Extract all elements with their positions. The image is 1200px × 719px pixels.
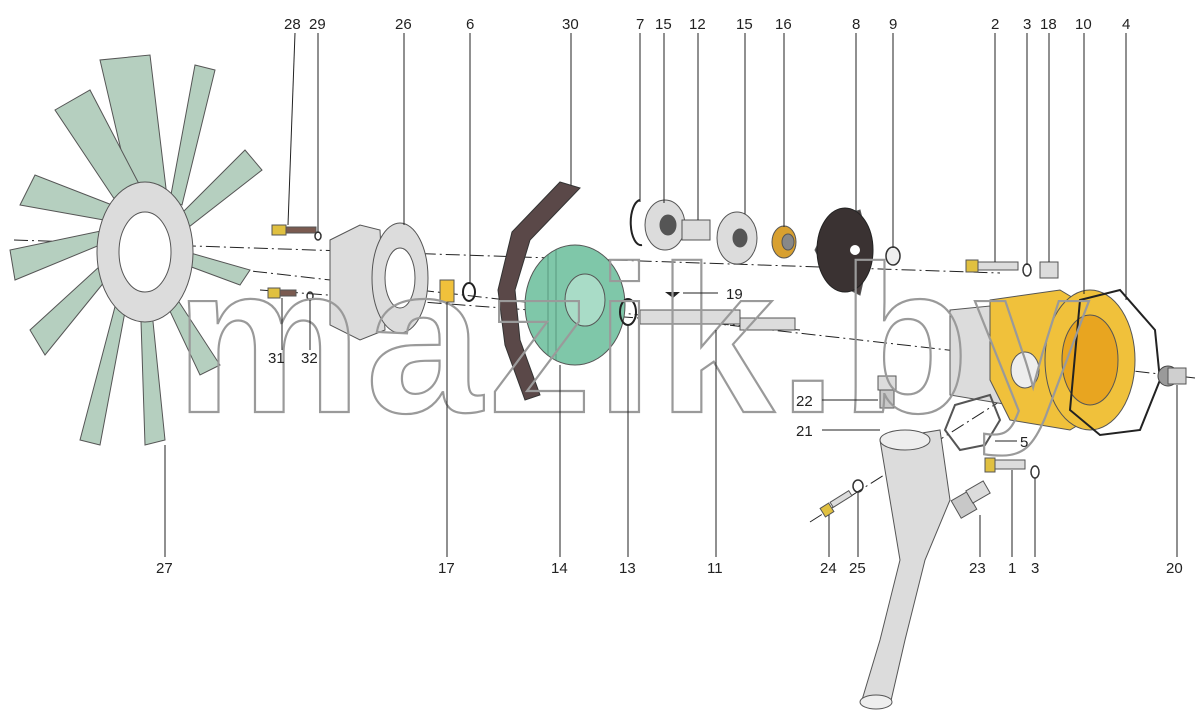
callout-9: 9 bbox=[889, 16, 897, 33]
callout-31: 31 bbox=[268, 350, 285, 367]
callout-21: 21 bbox=[796, 423, 813, 440]
axis-angled bbox=[809, 394, 1011, 523]
callout-10: 10 bbox=[1075, 16, 1092, 33]
bolt-2 bbox=[965, 259, 1019, 273]
callout-28: 28 bbox=[284, 16, 301, 33]
callout-22: 22 bbox=[796, 393, 813, 410]
callout-12: 12 bbox=[689, 16, 706, 33]
spacer-26 bbox=[329, 222, 429, 341]
callout-27: 27 bbox=[156, 560, 173, 577]
gasket-5 bbox=[943, 393, 1002, 452]
callout-15a: 15 bbox=[655, 16, 672, 33]
pulley-14 bbox=[524, 244, 626, 366]
fan-assembly bbox=[9, 54, 263, 446]
bolt-31 bbox=[267, 287, 297, 299]
outlet-pipe-21 bbox=[859, 429, 951, 710]
callout-2: 2 bbox=[991, 16, 999, 33]
callout-5: 5 bbox=[1020, 434, 1028, 451]
callout-20: 20 bbox=[1166, 560, 1183, 577]
callouts-middle: 19 22 5 21 31 32 bbox=[268, 286, 1028, 451]
callout-29: 29 bbox=[309, 16, 326, 33]
callout-23: 23 bbox=[969, 560, 986, 577]
bolt-28 bbox=[271, 224, 317, 236]
callout-6: 6 bbox=[466, 16, 474, 33]
callout-4: 4 bbox=[1122, 16, 1130, 33]
callout-18: 18 bbox=[1040, 16, 1057, 33]
callout-24: 24 bbox=[820, 560, 837, 577]
sensor-22 bbox=[877, 375, 897, 409]
pump-body-10 bbox=[949, 289, 1136, 431]
washer-3b bbox=[1030, 465, 1040, 479]
callout-17: 17 bbox=[438, 560, 455, 577]
callout-3a: 3 bbox=[1023, 16, 1031, 33]
callout-13: 13 bbox=[619, 560, 636, 577]
watermark-text: mazik.by bbox=[175, 222, 1094, 457]
callout-15b: 15 bbox=[736, 16, 753, 33]
callout-7: 7 bbox=[636, 16, 644, 33]
callouts-top: 28 29 26 6 30 7 15 12 15 16 8 9 2 3 18 1… bbox=[284, 16, 1130, 33]
fitting-23 bbox=[950, 480, 991, 519]
fitting-20 bbox=[1157, 365, 1187, 387]
bolt-1 bbox=[984, 457, 1026, 473]
impeller-8 bbox=[814, 207, 874, 296]
axis-main bbox=[109, 254, 1196, 379]
callouts-bottom: 27 17 14 13 11 24 25 23 1 3 20 bbox=[156, 560, 1183, 577]
callout-11: 11 bbox=[707, 560, 723, 577]
callout-1: 1 bbox=[1008, 560, 1016, 577]
key-19 bbox=[665, 292, 680, 298]
callout-16: 16 bbox=[775, 16, 792, 33]
callout-25: 25 bbox=[849, 560, 866, 577]
fan-hub-center bbox=[118, 211, 172, 293]
snap-ring-7 bbox=[629, 199, 643, 247]
callout-14: 14 bbox=[551, 560, 568, 577]
bearing-15b bbox=[716, 211, 758, 265]
spacer-12 bbox=[681, 219, 711, 241]
callout-30: 30 bbox=[562, 16, 579, 33]
callout-8: 8 bbox=[852, 16, 860, 33]
callout-32: 32 bbox=[301, 350, 318, 367]
callout-26: 26 bbox=[395, 16, 412, 33]
callout-19: 19 bbox=[726, 286, 743, 303]
washer-25 bbox=[852, 479, 864, 493]
leader-lines bbox=[164, 32, 1178, 557]
shaft-11 bbox=[639, 309, 796, 331]
belt-30 bbox=[497, 181, 581, 401]
callout-3b: 3 bbox=[1031, 560, 1039, 577]
ring-6 bbox=[462, 282, 476, 302]
bolt-24 bbox=[819, 489, 853, 518]
